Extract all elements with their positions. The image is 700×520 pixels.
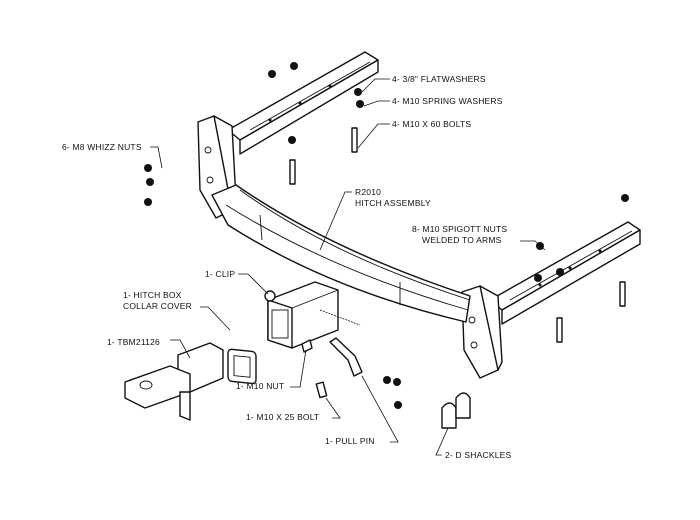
receiver-box xyxy=(267,281,361,349)
label-m10-bolt: 1- M10 X 25 BOLT xyxy=(246,412,319,422)
label-assembly-code: R2010 xyxy=(355,187,381,197)
label-spring-washers: 4- M10 SPRING WASHERS xyxy=(392,96,503,106)
label-spigot-nuts: 8- M10 SPIGOTT NUTS xyxy=(412,224,507,234)
label-m10-nut: 1- M10 NUT xyxy=(236,381,284,391)
left-arm xyxy=(197,51,379,219)
label-d-shackles: 2- D SHACKLES xyxy=(445,450,512,460)
leader-lines xyxy=(150,78,546,456)
label-flat-washers: 4- 3/8" FLATWASHERS xyxy=(392,74,486,84)
d-shackles xyxy=(441,392,471,429)
label-clip: 1- CLIP xyxy=(205,269,235,279)
pull-pin-part xyxy=(329,337,363,377)
label-tongue: 1- TBM21126 xyxy=(107,337,160,347)
label-collar-cover-2: COLLAR COVER xyxy=(123,301,192,311)
collar-cover xyxy=(227,348,257,385)
label-collar-cover: 1- HITCH BOX xyxy=(123,290,182,300)
label-whizz-nuts: 6- M8 WHIZZ NUTS xyxy=(62,142,142,152)
m10-bolt-part xyxy=(315,381,328,399)
bolts-60 xyxy=(289,127,626,343)
m10-nut-part xyxy=(301,339,313,353)
label-assembly-name: HITCH ASSEMBLY xyxy=(355,198,431,208)
label-pull-pin: 1- PULL PIN xyxy=(325,436,375,446)
nuts xyxy=(144,62,629,409)
crossbar xyxy=(211,184,471,323)
label-spigot-nuts-2: WELDED TO ARMS xyxy=(422,235,502,245)
tow-tongue xyxy=(124,342,224,421)
label-bolts-60: 4- M10 X 60 BOLTS xyxy=(392,119,471,129)
right-arm xyxy=(461,221,641,379)
